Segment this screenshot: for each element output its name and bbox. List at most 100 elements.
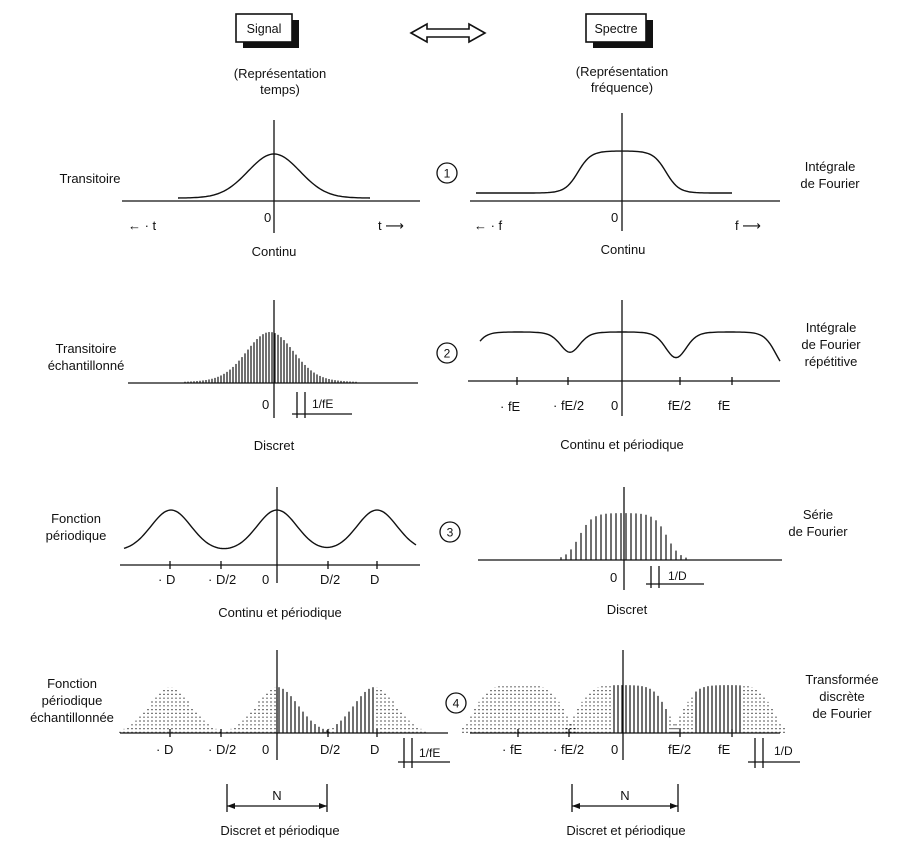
row-3-signal-tick-neg-half-d: · D/2 (208, 572, 236, 587)
row-4-signal-period-marker: 1/fE (398, 738, 450, 768)
header: Signal Spectre (Représentation temps) (R… (234, 13, 668, 97)
row-3-spectre-period-marker: 1/D (646, 566, 704, 588)
row-3-signal-tick-labels: · D · D/2 0 D/2 D (158, 572, 379, 587)
row-1-spectre-axis-pos: f ⟶ (735, 218, 761, 233)
row-4-right-label-1: Transformée (805, 672, 878, 687)
row-3-signal-tick-half-d: D/2 (320, 572, 340, 587)
row-3-number-badge: 3 (439, 521, 461, 543)
row-2-spectre-tick-neg-fe: · fE (500, 399, 521, 414)
row-4-spectre-lines (462, 685, 785, 733)
row-4-signal-tick-half-d: D/2 (320, 742, 340, 757)
row-3-signal-tick-0: 0 (262, 572, 269, 587)
row-3-signal-tick-d: D (370, 572, 379, 587)
row-4-left-label-3: échantillonnée (30, 710, 114, 725)
row-3-spectre-tick-0: 0 (610, 570, 617, 585)
row-3-signal-curve (123, 509, 417, 550)
row-2-signal-period-label: 1/fE (312, 397, 333, 411)
row-4-spectre-plot: · fE · fE/2 0 fE/2 fE 1/D N Discret et (462, 650, 800, 838)
row-4-signal-tick-marks (169, 729, 378, 737)
row-1: Transitoire Intégrale de Fourier 1 0 ← ·… (60, 113, 860, 259)
row-4-signal-caption: Discret et périodique (220, 823, 339, 838)
row-3-right-label-1: Série (803, 507, 833, 522)
row-4-spectre-tick-neg-fe: · fE (502, 742, 523, 757)
row-4-right-label-3: de Fourier (812, 706, 872, 721)
row-2-signal-plot: 0 1/fE Discret (128, 300, 418, 453)
row-2-spectre-tick-fe: fE (718, 398, 731, 413)
row-1-signal-tick-0: 0 (264, 210, 271, 225)
row-4-signal-period-label: 1/fE (419, 746, 440, 760)
row-2-right-label-3: répétitive (805, 354, 858, 369)
row-1-number-badge: 1 (436, 162, 458, 184)
row-2-spectre-tick-marks (516, 377, 733, 385)
row-2-left-label-1: Transitoire (56, 341, 117, 356)
row-1-spectre-plot: 0 ← · f f ⟶ Continu (470, 113, 780, 257)
row-4-spectre-period-label: 1/D (774, 744, 793, 758)
signal-subtitle-1: (Représentation (234, 66, 327, 81)
svg-text:2: 2 (444, 347, 451, 361)
row-2-right-label-1: Intégrale (806, 320, 857, 335)
row-3: Fonction périodique Série de Fourier 3 ·… (46, 487, 848, 620)
row-4-left-label-1: Fonction (47, 676, 97, 691)
row-4-spectre-n-label: N (620, 788, 629, 803)
row-2-signal-period-marker: 1/fE (292, 392, 352, 418)
row-1-spectre-axis-neg: ← · f (474, 218, 503, 233)
row-1-spectre-tick-0: 0 (611, 210, 618, 225)
row-4-signal-plot: · D · D/2 0 D/2 D 1/fE N Discret et pér (119, 650, 450, 838)
svg-text:1: 1 (444, 167, 451, 181)
row-2-spectre-tick-labels: · fE · fE/2 0 fE/2 fE (500, 398, 731, 414)
row-2-spectre-tick-neg-half-fe: · fE/2 (553, 398, 584, 413)
spectre-subtitle-2: fréquence) (591, 80, 653, 95)
row-4-signal-tick-labels: · D · D/2 0 D/2 D (156, 742, 379, 757)
row-2-signal-samples (184, 332, 357, 383)
row-1-signal-curve (177, 153, 371, 199)
row-3-signal-tick-neg-d: · D (158, 572, 175, 587)
row-2-signal-caption: Discret (254, 438, 295, 453)
row-2-spectre-tick-0: 0 (611, 398, 618, 413)
row-2-number-badge: 2 (436, 342, 458, 364)
row-2: Transitoire échantillonné Intégrale de F… (48, 300, 861, 453)
row-4-spectre-tick-0: 0 (611, 742, 618, 757)
row-4-spectre-tick-labels: · fE · fE/2 0 fE/2 fE (502, 742, 731, 757)
row-3-right-label-2: de Fourier (788, 524, 848, 539)
row-4-spectre-period-marker: 1/D (748, 738, 800, 768)
signal-subtitle-2: temps) (260, 82, 300, 97)
row-4-number-badge: 4 (445, 692, 467, 714)
svg-text:3: 3 (447, 526, 454, 540)
row-3-signal-plot: · D · D/2 0 D/2 D Continu et périodique (120, 487, 420, 620)
row-4-right-label-2: discrète (819, 689, 865, 704)
row-4-signal-samples (119, 687, 426, 733)
row-4-spectre-tick-marks (517, 729, 733, 737)
row-3-spectre-plot: 0 1/D Discret (478, 487, 782, 617)
row-1-spectre-caption: Continu (601, 242, 646, 257)
row-4: Fonction périodique échantillonnée Trans… (30, 650, 879, 838)
row-1-signal-axis-neg: ← · t (128, 218, 157, 233)
row-4-signal-tick-neg-d: · D (156, 742, 173, 757)
row-2-spectre-plot: · fE · fE/2 0 fE/2 fE Continu et périodi… (468, 300, 781, 452)
row-3-signal-tick-marks (169, 561, 378, 569)
row-2-left-label-2: échantillonné (48, 358, 125, 373)
row-1-right-label-1: Intégrale (805, 159, 856, 174)
double-arrow-icon (409, 22, 487, 44)
signal-label: Signal (247, 22, 282, 36)
row-2-spectre-curve (479, 331, 781, 362)
row-4-spectre-tick-half-fe: fE/2 (668, 742, 691, 757)
row-4-signal-tick-0: 0 (262, 742, 269, 757)
row-3-spectre-period-label: 1/D (668, 569, 687, 583)
row-2-right-label-2: de Fourier (801, 337, 861, 352)
row-4-signal-tick-d: D (370, 742, 379, 757)
row-4-signal-tick-neg-half-d: · D/2 (208, 742, 236, 757)
row-2-signal-tick-0: 0 (262, 397, 269, 412)
spectre-header-box: Spectre (585, 13, 653, 48)
row-1-left-label: Transitoire (60, 171, 121, 186)
row-4-spectre-tick-neg-half-fe: · fE/2 (553, 742, 584, 757)
row-4-signal-n-label: N (272, 788, 281, 803)
row-3-left-label-2: périodique (46, 528, 107, 543)
row-1-signal-plot: 0 ← · t t ⟶ Continu (122, 120, 420, 259)
row-1-right-label-2: de Fourier (800, 176, 860, 191)
row-2-spectre-tick-half-fe: fE/2 (668, 398, 691, 413)
svg-text:4: 4 (453, 697, 460, 711)
row-4-spectre-tick-fe: fE (718, 742, 731, 757)
row-4-spectre-n-span: N (571, 784, 679, 812)
row-1-spectre-curve (476, 150, 732, 194)
